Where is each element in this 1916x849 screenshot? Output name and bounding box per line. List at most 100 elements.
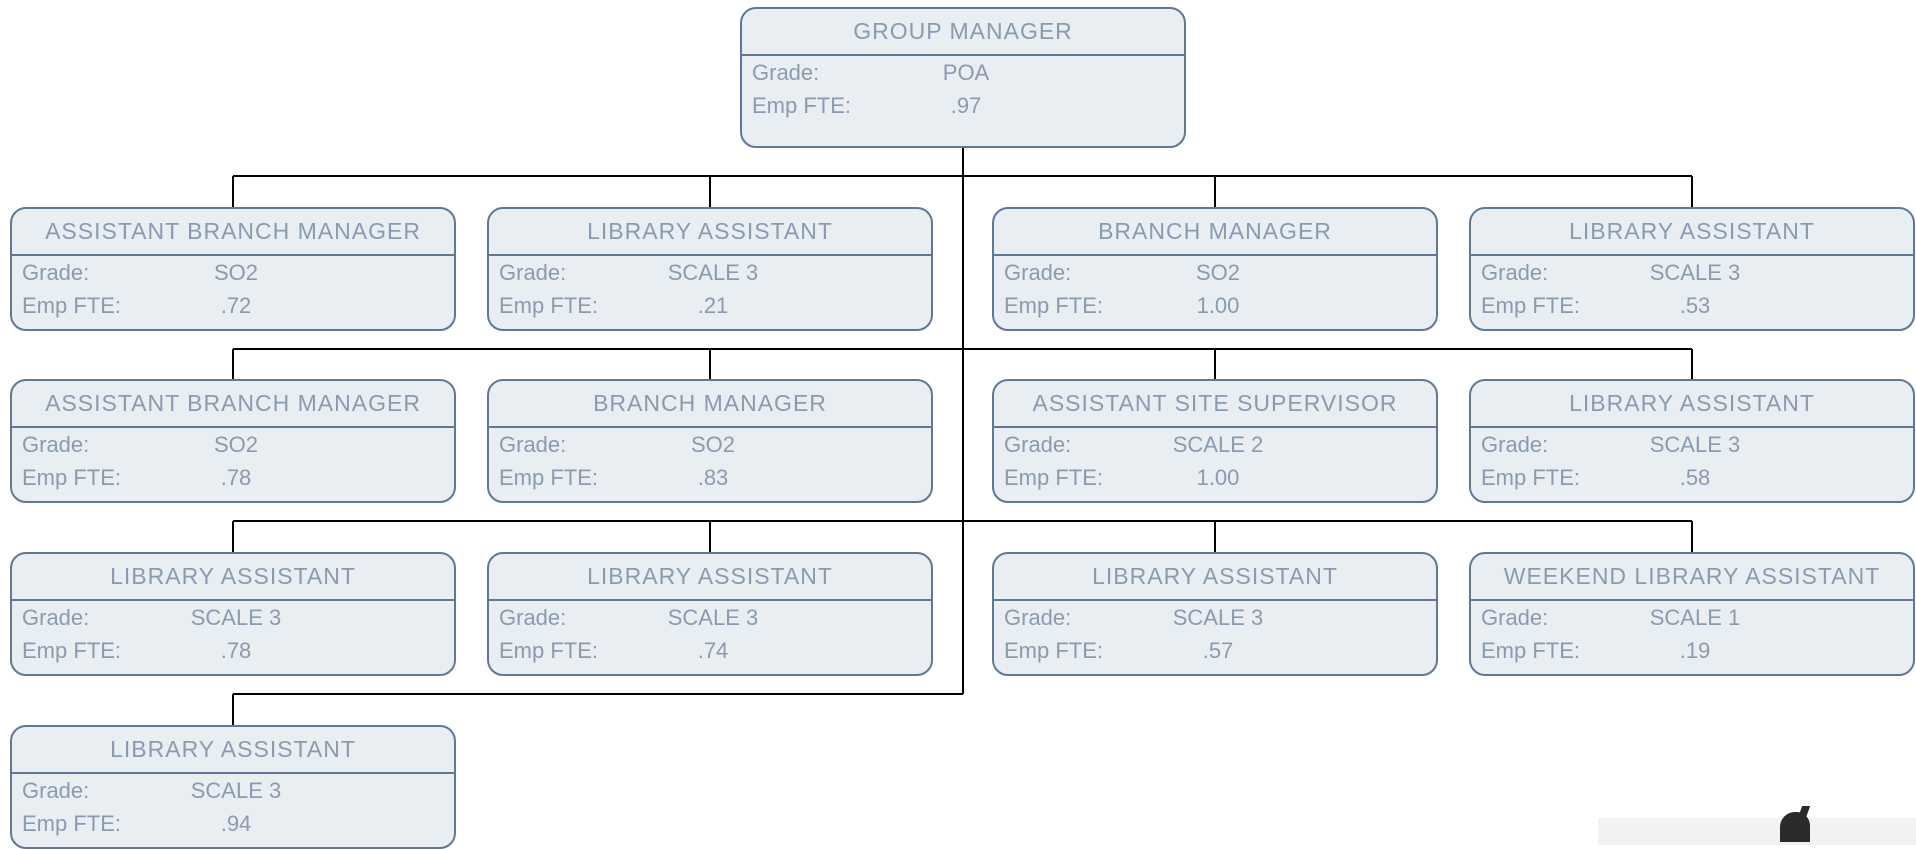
grade-row: Grade: POA bbox=[742, 56, 1184, 89]
grade-value: SCALE 3 bbox=[667, 260, 759, 285]
grade-label: Grade: bbox=[1481, 432, 1549, 457]
fte-value: .53 bbox=[1679, 293, 1711, 318]
node-title: LIBRARY ASSISTANT bbox=[12, 554, 454, 601]
fte-label: Emp FTE: bbox=[1481, 638, 1581, 663]
brand-logo bbox=[1598, 812, 1916, 845]
fte-label: Emp FTE: bbox=[752, 93, 852, 118]
node-title: LIBRARY ASSISTANT bbox=[489, 554, 931, 601]
grade-value: SCALE 3 bbox=[1172, 605, 1264, 630]
grade-row: Grade: SCALE 3 bbox=[1471, 428, 1913, 461]
grade-value: SCALE 3 bbox=[190, 778, 282, 803]
node-title: LIBRARY ASSISTANT bbox=[12, 727, 454, 774]
grade-label: Grade: bbox=[22, 432, 90, 457]
grade-label: Grade: bbox=[1481, 605, 1549, 630]
org-node: LIBRARY ASSISTANT Grade: SCALE 3 Emp FTE: .5… bbox=[1469, 207, 1915, 331]
grade-label: Grade: bbox=[1004, 605, 1072, 630]
grade-row: Grade: SO2 bbox=[12, 256, 454, 289]
grade-value: SO2 bbox=[213, 260, 259, 285]
fte-value: .94 bbox=[220, 811, 252, 836]
node-title: BRANCH MANAGER bbox=[994, 209, 1436, 256]
fte-label: Emp FTE: bbox=[1004, 465, 1104, 490]
node-title: ASSISTANT SITE SUPERVISOR bbox=[994, 381, 1436, 428]
grade-row: Grade: SCALE 3 bbox=[12, 601, 454, 634]
fte-value: .97 bbox=[950, 93, 982, 118]
node-title: BRANCH MANAGER bbox=[489, 381, 931, 428]
grade-label: Grade: bbox=[1481, 260, 1549, 285]
grade-value: SCALE 3 bbox=[190, 605, 282, 630]
fte-label: Emp FTE: bbox=[499, 293, 599, 318]
fte-value: .19 bbox=[1679, 638, 1711, 663]
grade-value: SCALE 3 bbox=[667, 605, 759, 630]
fte-value: 1.00 bbox=[1196, 293, 1240, 318]
grade-value: SO2 bbox=[1195, 260, 1241, 285]
node-title: LIBRARY ASSISTANT bbox=[1471, 209, 1913, 256]
grade-value: POA bbox=[942, 60, 990, 85]
fte-label: Emp FTE: bbox=[22, 465, 122, 490]
grade-label: Grade: bbox=[1004, 432, 1072, 457]
fte-row: Emp FTE: .57 bbox=[994, 634, 1436, 667]
fte-label: Emp FTE: bbox=[1004, 638, 1104, 663]
grade-value: SCALE 3 bbox=[1649, 432, 1741, 457]
fte-row: Emp FTE:.72 bbox=[12, 289, 454, 322]
grade-row: Grade: SO2 bbox=[12, 428, 454, 461]
fte-value: .74 bbox=[697, 638, 729, 663]
node-title: LIBRARY ASSISTANT bbox=[489, 209, 931, 256]
grade-row: Grade: SCALE 1 bbox=[1471, 601, 1913, 634]
grade-label: Grade: bbox=[22, 605, 90, 630]
node-title: GROUP MANAGER bbox=[742, 9, 1184, 56]
node-title: ASSISTANT BRANCH MANAGER bbox=[12, 381, 454, 428]
fte-row: Emp FTE: .78 bbox=[12, 634, 454, 667]
grade-label: Grade: bbox=[499, 605, 567, 630]
grade-label: Grade: bbox=[22, 260, 90, 285]
grade-value: SCALE 3 bbox=[1649, 260, 1741, 285]
fte-value: .78 bbox=[220, 638, 252, 663]
grade-value: SO2 bbox=[690, 432, 736, 457]
fte-label: Emp FTE: bbox=[1481, 293, 1581, 318]
fte-label: Emp FTE: bbox=[22, 811, 122, 836]
fte-label: Emp FTE: bbox=[499, 465, 599, 490]
fte-row: Emp FTE: .53 bbox=[1471, 289, 1913, 322]
fte-value: .83 bbox=[697, 465, 729, 490]
grade-label: Grade: bbox=[752, 60, 820, 85]
fte-row: Emp FTE: .19 bbox=[1471, 634, 1913, 667]
grade-row: Grade: SCALE 3 bbox=[489, 601, 931, 634]
fte-label: Emp FTE: bbox=[22, 638, 122, 663]
grade-label: Grade: bbox=[499, 432, 567, 457]
org-node: LIBRARY ASSISTANT Grade: SCALE 3 Emp FTE:.5… bbox=[1469, 379, 1915, 503]
grade-row: Grade: SO2 bbox=[994, 256, 1436, 289]
fte-row: Emp FTE: .94 bbox=[12, 807, 454, 840]
grade-row: Grade: SCALE 3 bbox=[1471, 256, 1913, 289]
grade-row: Grade: SCALE 3 bbox=[994, 601, 1436, 634]
node-title: WEEKEND LIBRARY ASSISTANT bbox=[1471, 554, 1913, 601]
fte-value: .72 bbox=[220, 293, 252, 318]
node-title: ASSISTANT BRANCH MANAGER bbox=[12, 209, 454, 256]
fte-row: Emp FTE:.58 bbox=[1471, 461, 1913, 494]
fte-value: .21 bbox=[697, 293, 729, 318]
fte-value: .78 bbox=[220, 465, 252, 490]
grade-value: SCALE 2 bbox=[1172, 432, 1264, 457]
fte-value: .57 bbox=[1202, 638, 1234, 663]
fte-value: .58 bbox=[1679, 465, 1711, 490]
grade-value: SCALE 1 bbox=[1649, 605, 1741, 630]
grade-row: Grade:SCALE 3 bbox=[12, 774, 454, 807]
fte-row: Emp FTE: .74 bbox=[489, 634, 931, 667]
grade-row: Grade: SCALE 2 bbox=[994, 428, 1436, 461]
grade-value: SO2 bbox=[213, 432, 259, 457]
grade-row: Grade:SCALE 3 bbox=[489, 256, 931, 289]
grade-row: Grade: SO2 bbox=[489, 428, 931, 461]
org-node: LIBRARY ASSISTANT Grade: SCALE 3 Emp FTE: .7… bbox=[487, 552, 933, 676]
fte-label: Emp FTE: bbox=[499, 638, 599, 663]
fte-row: Emp FTE: .97 bbox=[742, 89, 1184, 122]
fte-row: Emp FTE:1.00 bbox=[994, 289, 1436, 322]
grade-label: Grade: bbox=[1004, 260, 1072, 285]
fte-row: Emp FTE: .78 bbox=[12, 461, 454, 494]
node-title: LIBRARY ASSISTANT bbox=[1471, 381, 1913, 428]
